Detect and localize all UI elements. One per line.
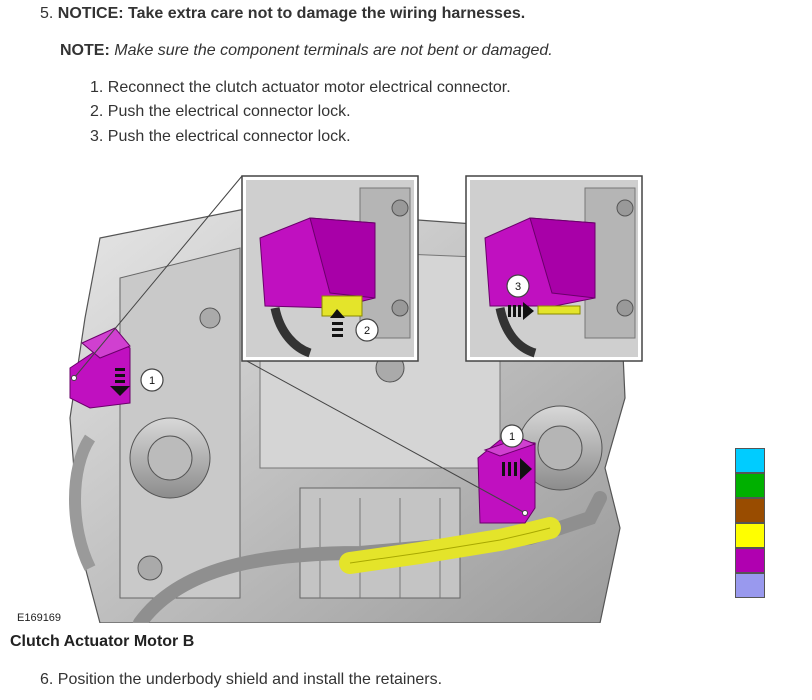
legend-swatch-brown — [735, 498, 765, 523]
callout-1-right: 1 — [509, 431, 515, 443]
note: NOTE: Make sure the component terminals … — [60, 41, 553, 61]
legend-swatch-yellow — [735, 523, 765, 548]
substep-3: 3. Push the electrical connector lock. — [90, 128, 351, 145]
figure-id: E169169 — [17, 612, 62, 624]
clutch-actuator-motor-right — [477, 437, 537, 524]
substep-2: 2. Push the electrical connector lock. — [90, 103, 351, 120]
note-text: Make sure the component terminals are no… — [114, 42, 553, 59]
step-6: 6. Position the underbody shield and ins… — [40, 671, 443, 688]
tube-left — [69, 434, 96, 571]
legend-swatch-green — [735, 473, 765, 498]
up-arrow-icon — [330, 309, 345, 337]
right-arrow-icon — [508, 302, 534, 320]
legend-swatch-magenta — [735, 548, 765, 573]
legend-swatch-lavender — [735, 573, 765, 598]
note-label: NOTE: — [60, 42, 110, 59]
right-arrow-icon — [502, 458, 532, 480]
legend-swatch-cyan — [735, 448, 765, 473]
detail-inset-2 — [241, 175, 419, 362]
substep-1: 1. Reconnect the clutch actuator motor e… — [90, 79, 511, 96]
down-arrow-icon — [110, 368, 130, 396]
callout-2: 2 — [364, 325, 370, 337]
color-legend — [735, 448, 765, 598]
callout-3: 3 — [515, 281, 521, 293]
notice-text: NOTICE: Take extra care not to damage th… — [57, 5, 526, 22]
step-5-notice: 5. NOTICE: Take extra care not to damage… — [40, 4, 525, 24]
clutch-actuator-illustration: 1 1 2 — [69, 175, 643, 623]
figure-caption: Clutch Actuator Motor B — [10, 633, 195, 650]
step-number: 5. — [40, 5, 54, 22]
detail-inset-3 — [465, 175, 643, 362]
callout-1-left: 1 — [149, 375, 155, 387]
